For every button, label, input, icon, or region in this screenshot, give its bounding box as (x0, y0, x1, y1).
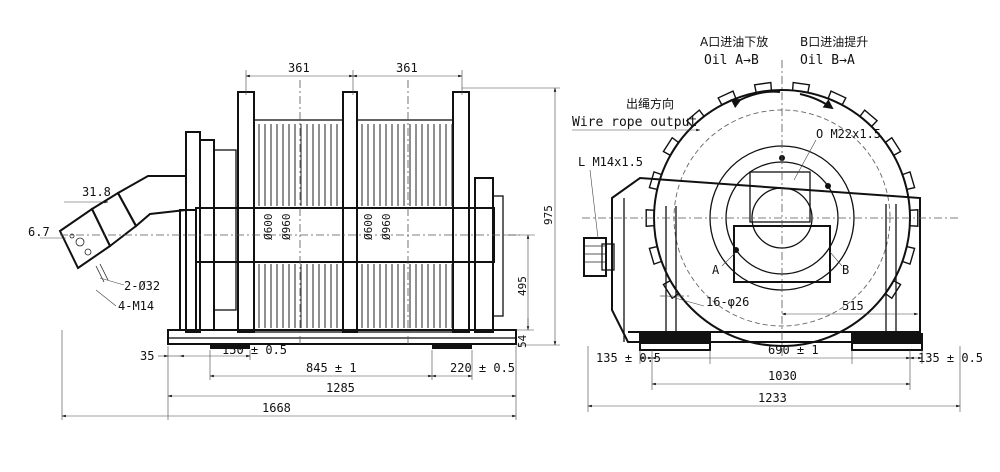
flange-tooth (648, 170, 663, 191)
drum-flange-mid (342, 91, 358, 333)
flange-tooth (791, 81, 811, 94)
dim-361-left: 361 (288, 61, 310, 75)
dim-6-7: 6.7 (28, 225, 50, 239)
left-side-view: 361 361 975 495 54 Ø600 Ø960 Ø600 Ø960 3… (28, 61, 560, 420)
right-end-view: A口进油下放 Oil A→B B口进油提升 Oil B→A 出绳方向 Wire … (572, 34, 983, 412)
label-rope-en: Wire rope output (572, 115, 697, 130)
dim-150: 150 ± 0.5 (222, 343, 287, 357)
housing-body (611, 176, 921, 343)
dim-1030: 1030 (768, 369, 797, 383)
label-b-port-cn: B口进油提升 (800, 34, 868, 49)
right-pad-right (852, 334, 922, 344)
motor-port (583, 237, 607, 277)
drum-groove-lines (258, 124, 453, 328)
hydraulic-motor (58, 175, 187, 283)
flange-tooth (901, 245, 916, 266)
left-foot-pad (210, 343, 250, 349)
base-lower-flange (167, 337, 517, 345)
dim-515: 515 (842, 299, 864, 313)
dim-220: 220 ± 0.5 (450, 361, 515, 375)
drum-flange-3 (452, 91, 470, 333)
hub-square (749, 171, 811, 223)
bolt-left (733, 247, 739, 253)
label-4-m14: 4-M14 (118, 299, 154, 313)
flange-tooth (662, 136, 680, 157)
dim-35: 35 (140, 349, 154, 363)
label-a-port-cn: A口进油下放 (700, 34, 768, 49)
dim-31-8: 31.8 (82, 185, 111, 199)
label-rope-cn: 出绳方向 (626, 96, 674, 111)
flange-tooth (858, 109, 879, 128)
arrow-raise-path (799, 93, 834, 110)
flange-tooth (884, 279, 902, 300)
dim-845: 845 ± 1 (306, 361, 357, 375)
gearbox-body (213, 149, 237, 311)
left-end-plate (185, 131, 201, 333)
flange-tooth (827, 90, 847, 106)
dim-135-left: 135 ± 0.5 (596, 351, 661, 365)
flange-tooth (717, 90, 737, 106)
label-a-port-en: Oil A→B (704, 53, 759, 68)
dim-975: 975 (542, 205, 555, 225)
bolt-right (825, 183, 831, 189)
label-2-d32: 2-Ø32 (124, 279, 160, 293)
flange-tooth (662, 279, 680, 300)
flange-tooth (901, 170, 916, 191)
dim-drum-960-b: Ø960 (380, 214, 393, 241)
dim-1668: 1668 (262, 401, 291, 415)
dim-690: 690 ± 1 (768, 343, 819, 357)
flange-tooth (685, 109, 706, 128)
drum-flange-1 (237, 91, 255, 333)
label-port-l: L M14x1.5 (578, 155, 643, 169)
arrow-lower-path (730, 90, 781, 109)
flange-teeth (645, 81, 919, 300)
dim-54: 54 (516, 334, 529, 348)
mark-a: A (712, 263, 720, 277)
label-port-o: O M22x1.5 (816, 127, 881, 141)
dim-drum-960-a: Ø960 (280, 214, 293, 241)
right-support (474, 177, 494, 333)
dim-361-right: 361 (396, 61, 418, 75)
label-16-holes: 16-φ26 (706, 295, 749, 309)
flange-tooth (884, 136, 902, 157)
dim-drum-600-a: Ø600 (262, 214, 275, 241)
right-foot-pad (432, 343, 472, 349)
flange-tooth (645, 209, 655, 227)
dim-1233: 1233 (758, 391, 787, 405)
dim-135-right: 135 ± 0.5 (918, 351, 983, 365)
dim-495: 495 (516, 276, 529, 296)
flange-tooth (648, 245, 663, 266)
mark-b: B (842, 263, 849, 277)
flange-tooth (909, 209, 919, 227)
label-b-port-en: Oil B→A (800, 53, 855, 68)
left-bracket (179, 209, 197, 331)
dim-1285: 1285 (326, 381, 355, 395)
dim-drum-600-b: Ø600 (362, 214, 375, 241)
right-pad-left (640, 334, 710, 344)
